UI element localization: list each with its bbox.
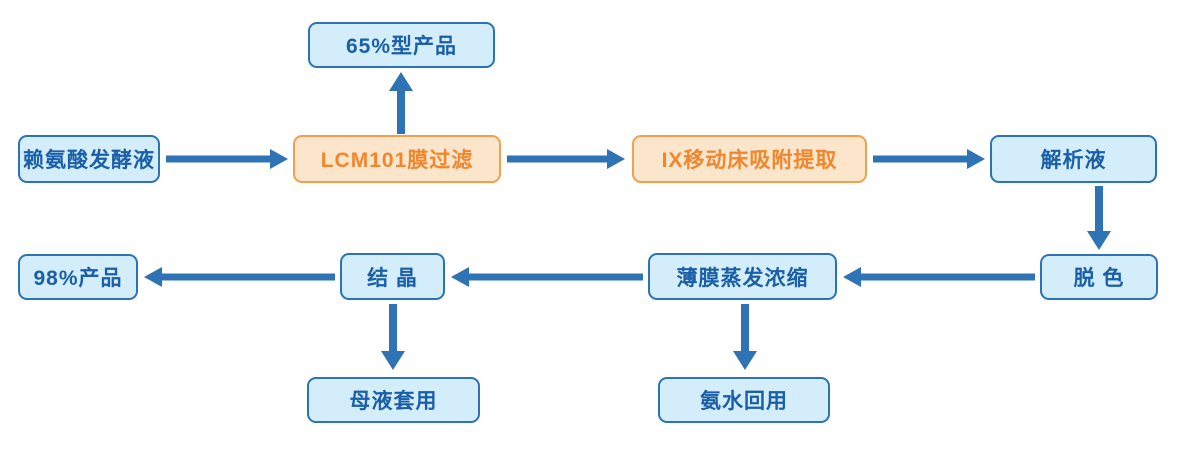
arrow-head (733, 351, 757, 370)
arrow-crystallization-to-98-product-icon (144, 267, 335, 287)
arrow-shaft (741, 304, 749, 354)
node-label: IX移动床吸附提取 (661, 149, 838, 172)
arrow-head (389, 72, 413, 91)
node-desorption-liquid: 解析液 (990, 135, 1157, 183)
arrow-shaft (397, 88, 405, 134)
arrow-shaft (466, 273, 643, 281)
node-65-percent-product: 65%型产品 (308, 22, 495, 68)
node-label: 结 晶 (367, 266, 418, 290)
arrow-evaporation-to-ammonia-icon (733, 304, 757, 370)
node-label: 解析液 (1040, 149, 1107, 172)
arrow-evaporation-to-crystallization-icon (451, 267, 643, 287)
node-lysine-fermentation-broth: 赖氨酸发酵液 (18, 135, 160, 183)
arrow-decolor-to-evaporation-icon (843, 267, 1035, 287)
arrow-head (451, 267, 469, 287)
node-98-percent-product: 98%产品 (18, 254, 138, 300)
arrow-crystallization-to-mother-liquor-icon (381, 304, 405, 370)
arrow-shaft (873, 155, 970, 163)
arrow-membrane-to-65-product-icon (389, 72, 413, 134)
node-label: 脱 色 (1073, 267, 1125, 290)
arrow-head (607, 149, 625, 169)
arrow-shaft (159, 273, 335, 281)
arrow-shaft (858, 273, 1035, 281)
arrow-head (144, 267, 162, 287)
arrow-ix-to-desorption-icon (873, 149, 985, 169)
node-mother-liquor-reuse: 母液套用 (307, 377, 480, 423)
node-label: 98%产品 (33, 267, 123, 290)
arrow-head (381, 351, 405, 370)
node-label: 65%型产品 (345, 35, 458, 58)
node-ix-moving-bed-adsorption: IX移动床吸附提取 (632, 135, 867, 183)
node-lcm101-membrane-filtration: LCM101膜过滤 (293, 135, 501, 183)
arrow-shaft (507, 155, 610, 163)
arrow-head (270, 149, 288, 169)
arrow-membrane-to-ix-icon (507, 149, 625, 169)
arrow-shaft (1095, 186, 1103, 234)
node-label: 薄膜蒸发浓缩 (676, 266, 809, 290)
node-label: LCM101膜过滤 (320, 149, 474, 172)
arrow-head (843, 267, 861, 287)
arrow-head (1087, 231, 1111, 250)
arrow-desorption-to-decolor-icon (1087, 186, 1111, 250)
node-ammonia-water-reuse: 氨水回用 (658, 377, 830, 423)
arrow-head (967, 149, 985, 169)
node-label: 氨水回用 (700, 390, 788, 413)
arrow-shaft (166, 155, 273, 163)
node-crystallization: 结 晶 (340, 253, 445, 300)
node-label: 赖氨酸发酵液 (23, 149, 155, 172)
arrow-shaft (389, 304, 397, 354)
node-thin-film-evaporation: 薄膜蒸发浓缩 (648, 253, 837, 300)
arrow-fermentation-to-membrane-icon (166, 149, 288, 169)
node-label: 母液套用 (349, 390, 438, 413)
node-decolorization: 脱 色 (1040, 254, 1158, 300)
